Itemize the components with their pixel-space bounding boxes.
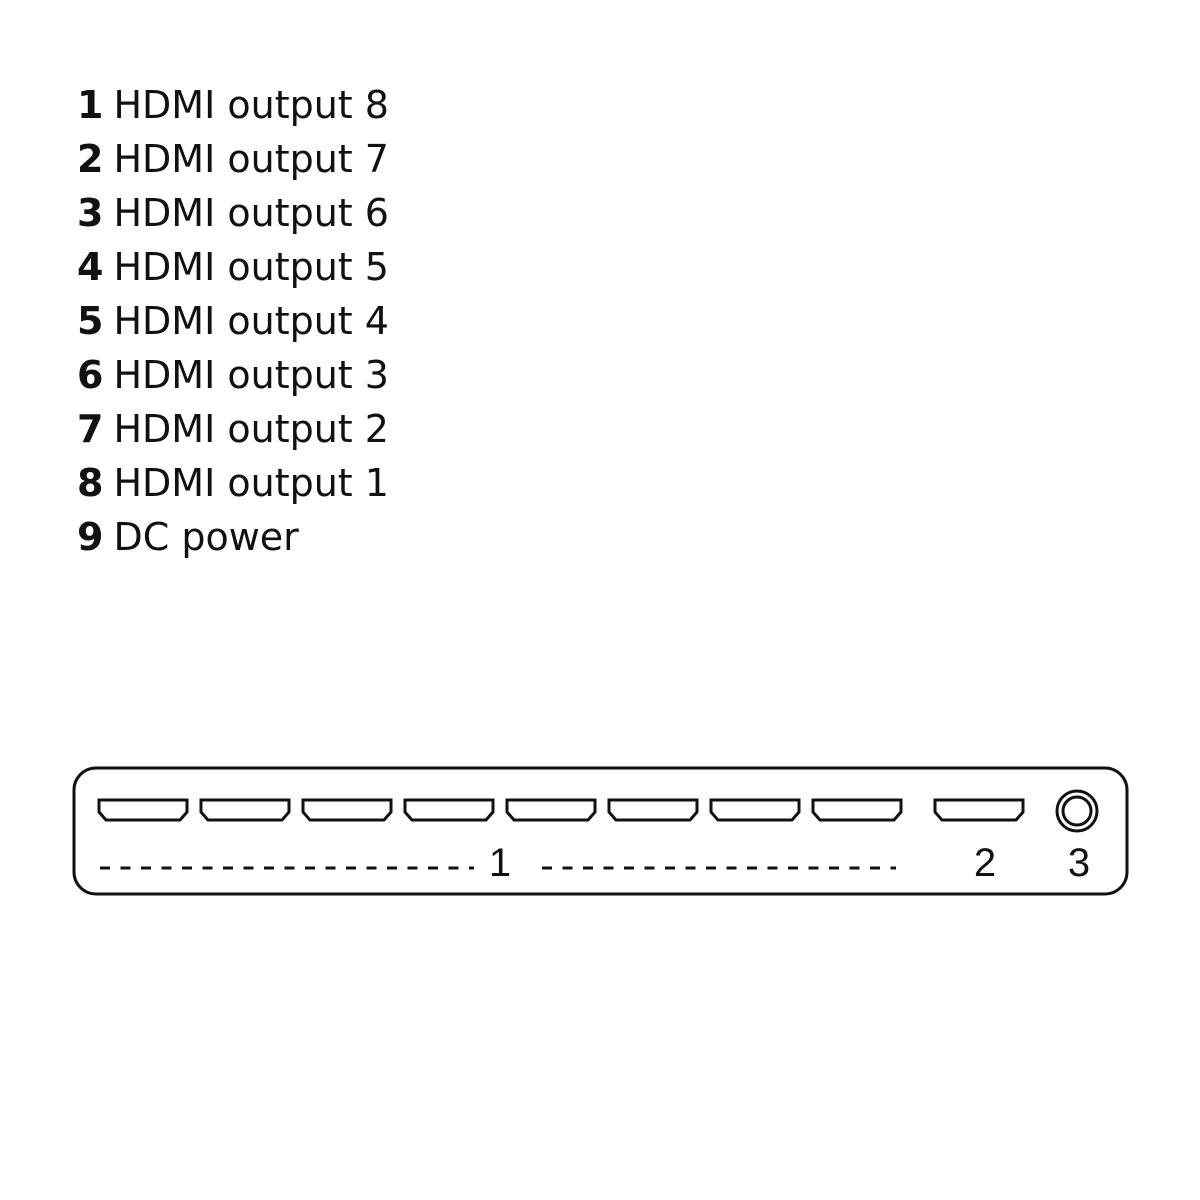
callout-1: 1 — [489, 841, 511, 885]
legend-label: HDMI output 8 — [113, 83, 389, 127]
legend-label: HDMI output 4 — [113, 299, 389, 343]
hdmi-port-icon — [97, 798, 189, 822]
hdmi-port-icon — [403, 798, 495, 822]
legend-number: 2 — [77, 137, 104, 181]
hdmi-port-icon — [933, 798, 1025, 822]
hdmi-port-icon — [301, 798, 393, 822]
legend-number: 4 — [77, 245, 104, 289]
legend-label: HDMI output 3 — [113, 353, 389, 397]
legend-label: HDMI output 2 — [113, 407, 389, 451]
legend-number: 6 — [77, 353, 104, 397]
legend-label: HDMI output 5 — [113, 245, 389, 289]
legend-number: 3 — [77, 191, 104, 235]
legend-label: DC power — [113, 515, 299, 559]
hdmi-port-icon — [709, 798, 801, 822]
legend-number: 7 — [77, 407, 104, 451]
device-outline — [72, 766, 1129, 896]
legend-number: 8 — [77, 461, 104, 505]
dc-power-jack-outer — [1055, 789, 1099, 833]
callout-3: 3 — [1068, 841, 1090, 885]
legend-number: 9 — [77, 515, 104, 559]
callout-2: 2 — [974, 841, 996, 885]
legend-number: 1 — [77, 83, 104, 127]
hdmi-port-icon — [199, 798, 291, 822]
legend-label: HDMI output 6 — [113, 191, 389, 235]
dc-power-jack-inner — [1061, 795, 1093, 827]
hdmi-port-icon — [811, 798, 903, 822]
hdmi-port-icon — [607, 798, 699, 822]
legend-label: HDMI output 1 — [113, 461, 389, 505]
legend-label: HDMI output 7 — [113, 137, 389, 181]
legend-number: 5 — [77, 299, 104, 343]
hdmi-port-icon — [505, 798, 597, 822]
